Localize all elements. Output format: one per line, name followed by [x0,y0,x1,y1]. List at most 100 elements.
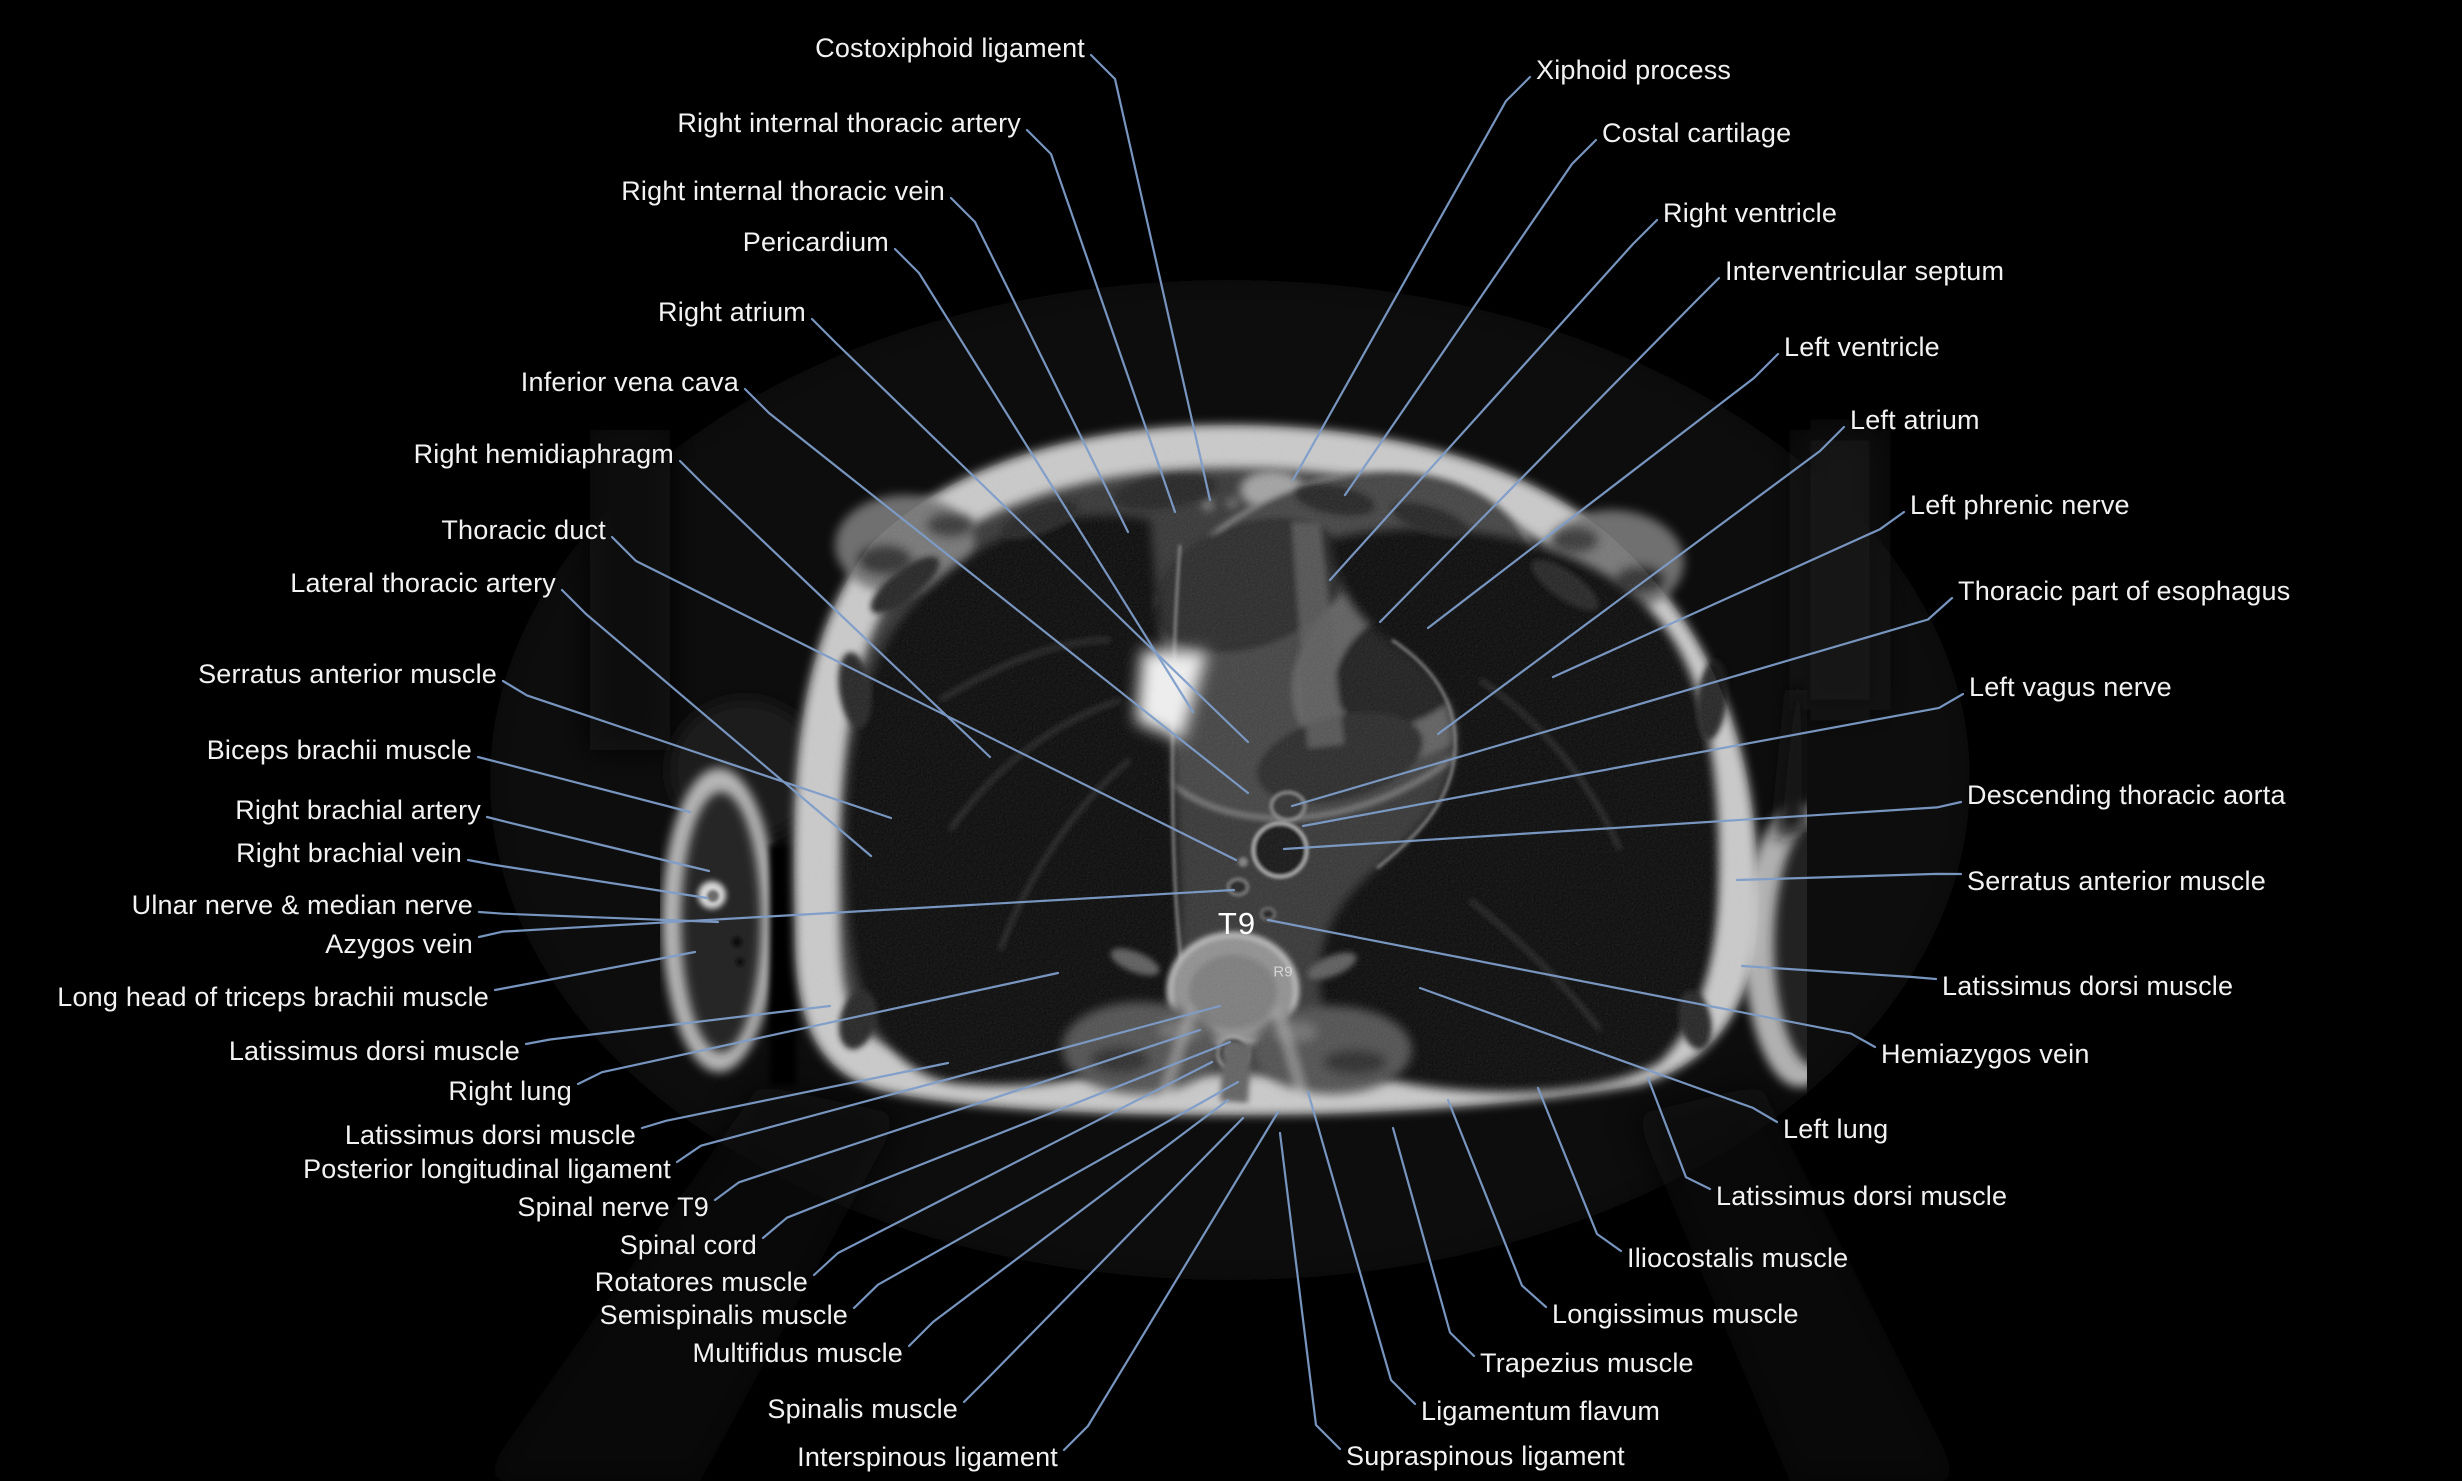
anatomy-label: Lateral thoracic artery [290,568,556,598]
leader-line [1735,872,1963,882]
leader-line [1089,53,1212,502]
leader-line [907,1098,1230,1348]
anatomy-label: Right hemidiaphragm [413,439,674,469]
leader-line [560,588,873,858]
anatomy-label: Left atrium [1850,405,1980,435]
leader-line [852,1080,1240,1310]
anatomy-label: Left lung [1783,1114,1889,1144]
anatomy-label: Latissimus dorsi muscle [228,1036,520,1066]
leader-line [1062,1110,1280,1452]
leader-line [812,1060,1214,1277]
leader-line [485,815,711,873]
leader-line [524,1004,832,1046]
leader-line [1446,1098,1548,1309]
leader-line [1391,1126,1476,1358]
leader-line [1282,800,1963,851]
anatomy-label: Supraspinous ligament [1346,1441,1625,1471]
anatomy-label: Left vagus nerve [1969,672,2172,702]
anatomy-label: Ligamentum flavum [1421,1396,1661,1426]
leader-line [476,755,692,814]
anatomy-label: Serratus anterior muscle [198,659,497,689]
anatomy-label: Pericardium [742,227,889,257]
leader-line [949,196,1130,534]
anatomy-label: Interspinous ligament [797,1442,1058,1472]
leader-line [713,1028,1202,1202]
leader-line [678,459,992,759]
rib-level-label: R9 [1273,963,1293,981]
anatomy-label: Trapezius muscle [1480,1348,1694,1378]
anatomy-label: Costoxiphoid ligament [815,33,1085,63]
anatomy-label: Descending thoracic aorta [1967,780,2286,810]
anatomy-label: Latissimus dorsi muscle [1716,1181,2008,1211]
anatomy-label: Biceps brachii muscle [206,735,472,765]
leader-line [1551,510,1906,679]
anatomy-label: Ulnar nerve & median nerve [131,890,473,920]
leader-line [1266,918,1877,1049]
anatomy-label: Right internal thoracic artery [677,108,1021,138]
anatomy-label: Thoracic part of esophagus [1958,576,2291,606]
leader-line [761,1040,1232,1240]
anatomy-label: Longissimus muscle [1552,1299,1799,1329]
leader-line [1418,986,1779,1124]
leader-line [1343,138,1598,497]
leader-line [1740,964,1938,981]
leader-line [893,247,1195,714]
leader-line [1306,1090,1417,1406]
anatomy-label: Iliocostalis muscle [1627,1243,1849,1273]
anatomy-label: Right internal thoracic vein [621,176,945,206]
anatomy-label: Hemiazygos vein [1881,1039,2090,1069]
leader-line [1328,218,1659,582]
anatomy-label: Multifidus muscle [692,1338,903,1368]
mri-noise-overlay [793,425,1758,1115]
leader-line [493,950,697,992]
leader-line [743,387,1250,795]
leader-line [810,317,1250,744]
anatomy-label: Interventricular septum [1725,256,2005,286]
anatomy-label: Left phrenic nerve [1910,490,2130,520]
anatomy-label: Thoracic duct [441,515,606,545]
anatomy-label: Azygos vein [325,929,473,959]
anatomy-label: Latissimus dorsi muscle [344,1120,636,1150]
leader-line [576,971,1060,1086]
vertebra-level-label: T9 [1217,906,1257,941]
leader-line [477,888,1236,939]
leader-line [477,910,720,924]
leader-line [1301,692,1965,828]
leader-line [1378,276,1721,624]
anatomy-label: Latissimus dorsi muscle [1942,971,2234,1001]
anatomy-label: Left ventricle [1784,332,1940,362]
leader-line [1291,75,1532,482]
leader-line [1646,1076,1712,1191]
leader-line [675,1004,1222,1164]
anatomy-label: Spinalis muscle [767,1394,958,1424]
anatomy-label: Spinal nerve T9 [517,1192,709,1222]
leader-lines [466,53,1965,1452]
leader-line [1278,1131,1342,1451]
leader-line [640,1061,950,1130]
anatomy-label: Right brachial vein [236,838,462,868]
leader-line [501,679,893,820]
leader-line [1436,425,1846,736]
anatomy-label: Right ventricle [1663,198,1838,228]
leader-line [1426,352,1780,630]
leader-line [1536,1086,1623,1253]
leader-line [610,535,1238,862]
leader-line [1290,596,1954,808]
anatomy-label: Right atrium [658,297,806,327]
anatomy-label: Costal cartilage [1602,118,1792,148]
anatomy-label: Serratus anterior muscle [1967,866,2266,896]
right-arm-cross-section [662,700,820,1072]
anatomy-label: Rotatores muscle [594,1267,808,1297]
anatomy-label: Right lung [448,1076,572,1106]
anatomy-label: Long head of triceps brachii muscle [57,982,489,1012]
anatomy-label: Spinal cord [619,1230,757,1260]
anatomy-label: Posterior longitudinal ligament [303,1154,671,1184]
leader-line [1025,128,1177,514]
leader-line [962,1116,1245,1404]
leader-line [466,858,709,900]
anatomy-label: Semispinalis muscle [599,1300,848,1330]
anatomy-label: Xiphoid process [1536,55,1732,85]
scan-body [480,280,1970,1481]
